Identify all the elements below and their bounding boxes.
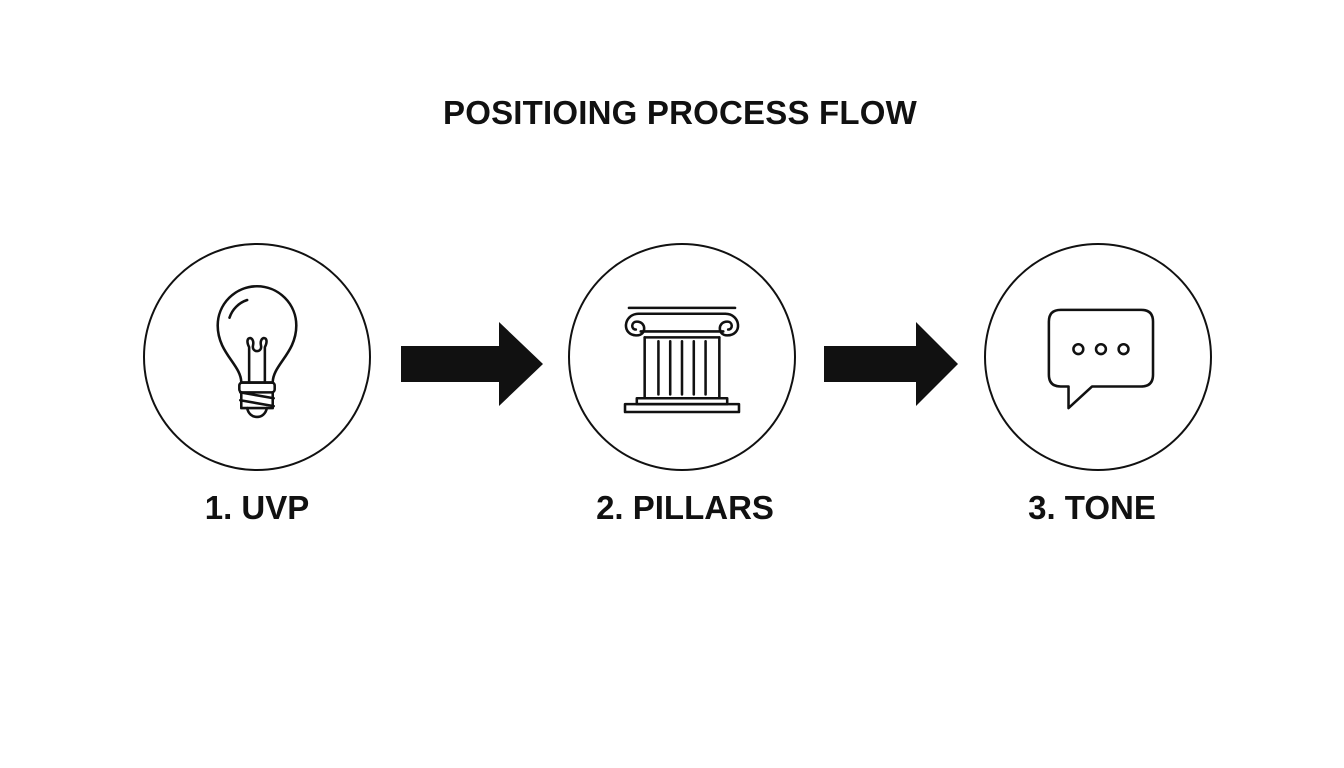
step-1-label: 1. UVP (204, 489, 310, 526)
step-2-label: 2. PILLARS (596, 489, 774, 526)
speech-bubble-icon (1047, 308, 1155, 410)
step-3-label: 3. TONE (1028, 489, 1156, 526)
step-1-circle (143, 243, 371, 471)
step-2-circle (568, 243, 796, 471)
step-3-circle (984, 243, 1212, 471)
arrow-1 (401, 322, 543, 406)
diagram-title: POSITIOING PROCESS FLOW (443, 94, 917, 131)
arrow-2 (824, 322, 958, 406)
pillar-icon (623, 306, 741, 414)
lightbulb-icon (216, 284, 298, 419)
